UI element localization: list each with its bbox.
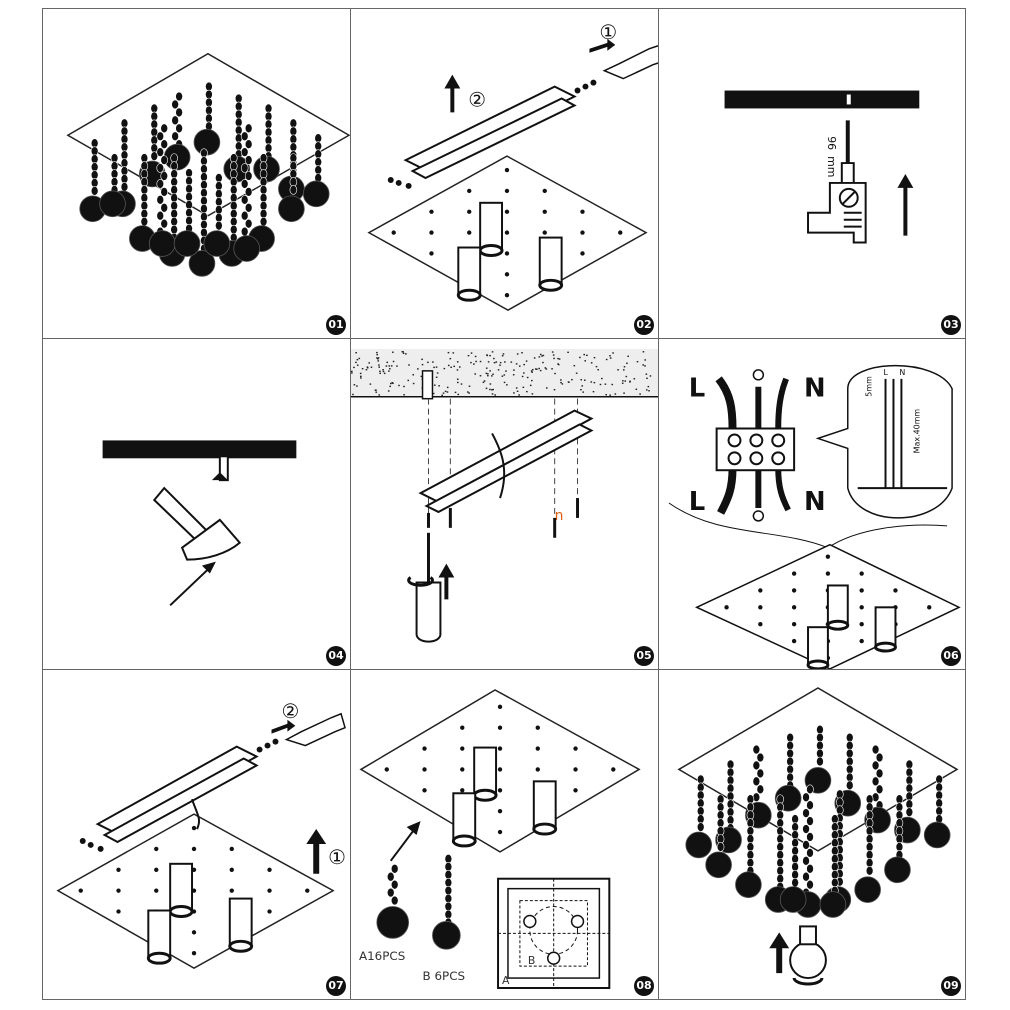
step-number-04: 04 (326, 646, 346, 666)
neutral-label-top: N (804, 374, 826, 404)
wire-marker: n (555, 508, 564, 524)
mount-bracket-illustration: n (351, 349, 658, 643)
attach-base-illustration: ② ① (56, 700, 346, 969)
step-panel-05: n 05 (350, 338, 659, 670)
detail-live: L (884, 368, 889, 377)
step-number-01: 01 (326, 315, 346, 335)
step-panel-09: 09 (658, 669, 966, 1000)
step-number-06: 06 (941, 646, 961, 666)
arrow-label-1: ① (599, 21, 617, 44)
remove-bracket-illustration: ② ① (367, 21, 658, 311)
arrow-label-1: ① (328, 846, 346, 869)
step-panel-07: ② ① 07 (42, 669, 351, 1000)
neutral-label-bottom: N (804, 487, 826, 517)
strip-length: 5mm (865, 376, 874, 397)
install-bulbs-illustration (677, 687, 959, 986)
step-panel-01: 01 (42, 8, 351, 339)
strip-max: Max.40mm (912, 409, 921, 454)
plan-a-label: A (502, 974, 510, 987)
step-panel-02: ② ① 02 (350, 8, 659, 339)
drill-size: 96 (825, 136, 838, 150)
arrow-label-2: ② (281, 700, 299, 723)
crystal-strands (79, 81, 330, 277)
plan-b-label: B (528, 954, 535, 967)
step-panel-04: 04 (42, 338, 351, 670)
wiring-illustration: L N L N L (668, 364, 961, 669)
detail-neutral: N (899, 368, 905, 377)
arrow-label-2: ② (468, 88, 486, 111)
live-label-bottom: L (689, 487, 705, 517)
assembled-chandelier-illustration (66, 52, 350, 277)
instruction-sheet: 01 ② ① 02 (42, 8, 966, 1000)
crystal-strands (685, 724, 951, 918)
insert-anchor-illustration (102, 440, 297, 607)
step-number-07: 07 (326, 976, 346, 996)
step-panel-03: 96 mm 03 (658, 8, 966, 339)
step-number-03: 03 (941, 315, 961, 335)
step-number-08: 08 (634, 976, 654, 996)
step-number-05: 05 (634, 646, 654, 666)
part-b-label: B 6PCS (423, 969, 466, 983)
part-a-label: A16PCS (359, 949, 405, 963)
step-number-09: 09 (941, 976, 961, 996)
hang-crystals-illustration: A16PCS B 6PCS B A (359, 689, 641, 989)
step-number-02: 02 (634, 315, 654, 335)
drill-unit: mm (825, 156, 838, 177)
step-panel-08: A16PCS B 6PCS B A 08 (350, 669, 659, 1000)
live-label-top: L (689, 374, 705, 404)
drill-hole-illustration: 96 mm (724, 90, 920, 244)
step-panel-06: L N L N L (658, 338, 966, 670)
